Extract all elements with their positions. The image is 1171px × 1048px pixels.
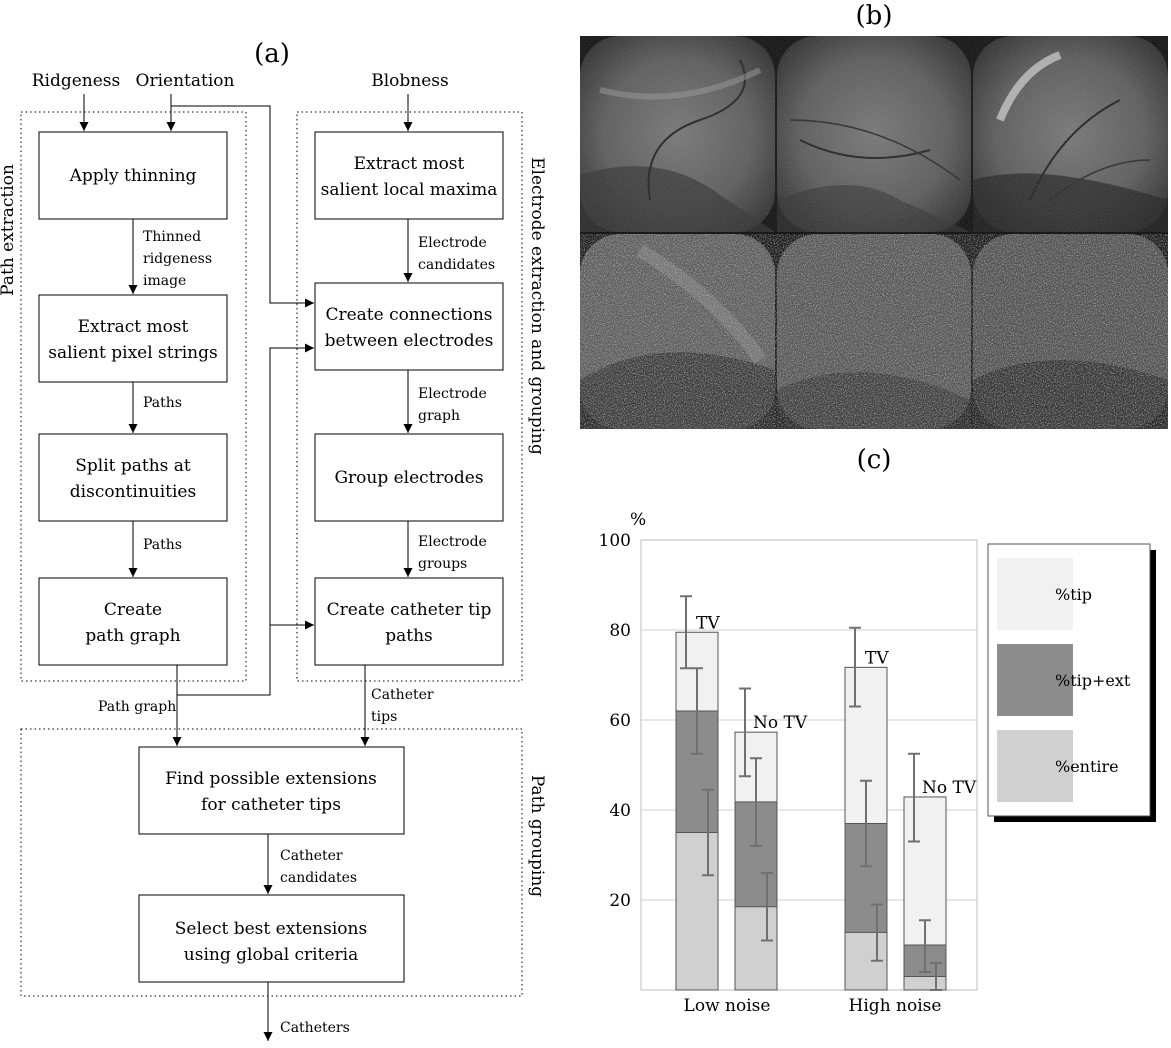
bar-annotation: TV xyxy=(696,613,720,633)
bar-chart: 20 40 60 80 100% TV No TV TV No TV Low noise High … xyxy=(599,510,1156,1016)
y-tick-label: 40 xyxy=(609,801,631,821)
edge-label-catheters: Catheters xyxy=(280,1020,350,1036)
edge-label-paths-1: Paths xyxy=(143,395,182,411)
box-group-electrodes: Group electrodes xyxy=(314,433,504,522)
edge-label-paths-2: Paths xyxy=(143,537,182,553)
xray-image-grid xyxy=(580,36,1168,429)
y-tick-label: 100 xyxy=(599,531,631,551)
y-tick-label: 60 xyxy=(609,711,631,731)
svg-text:Apply thinning: Apply thinning xyxy=(69,166,197,186)
bar-segment-entire xyxy=(675,832,719,991)
legend-swatch xyxy=(997,558,1073,630)
edge-label-path-graph: Path graph xyxy=(98,699,176,715)
bar-segment-entire xyxy=(903,976,947,991)
box-apply-thinning: Apply thinning xyxy=(38,131,228,220)
group-label-electrode-extraction: Electrode extraction and grouping xyxy=(527,157,547,455)
legend-swatch xyxy=(997,644,1073,716)
bar-annotation: No TV xyxy=(922,778,977,798)
bar-segment-entire xyxy=(734,906,778,991)
flow-arrows xyxy=(79,94,413,1041)
group-electrode-extraction xyxy=(296,111,523,682)
y-axis-label: % xyxy=(630,510,646,530)
legend-label: %entire xyxy=(1055,757,1119,776)
bar-annotation: No TV xyxy=(753,713,808,733)
group-path-extraction xyxy=(20,111,247,682)
x-category-label: High noise xyxy=(849,996,942,1016)
svg-text:Group electrodes: Group electrodes xyxy=(334,468,483,488)
x-category-label: Low noise xyxy=(684,996,771,1016)
legend-swatch xyxy=(997,730,1073,802)
input-ridgeness: Ridgeness xyxy=(32,71,121,91)
input-blobness: Blobness xyxy=(371,71,449,91)
legend-label: %tip xyxy=(1055,585,1092,604)
panel-label-a: (a) xyxy=(254,39,290,69)
bar-segment-entire xyxy=(844,931,888,991)
group-label-path-grouping: Path grouping xyxy=(527,775,547,897)
input-orientation: Orientation xyxy=(136,71,235,91)
y-tick-label: 80 xyxy=(609,621,631,641)
panel-label-c: (c) xyxy=(857,445,892,475)
group-path-grouping xyxy=(20,728,523,997)
y-tick-label: 20 xyxy=(609,891,631,911)
group-label-path-extraction: Path extraction xyxy=(0,164,18,296)
panel-label-b: (b) xyxy=(856,1,893,31)
legend-label: %tip+ext xyxy=(1055,671,1131,690)
bar-annotation: TV xyxy=(865,648,889,668)
